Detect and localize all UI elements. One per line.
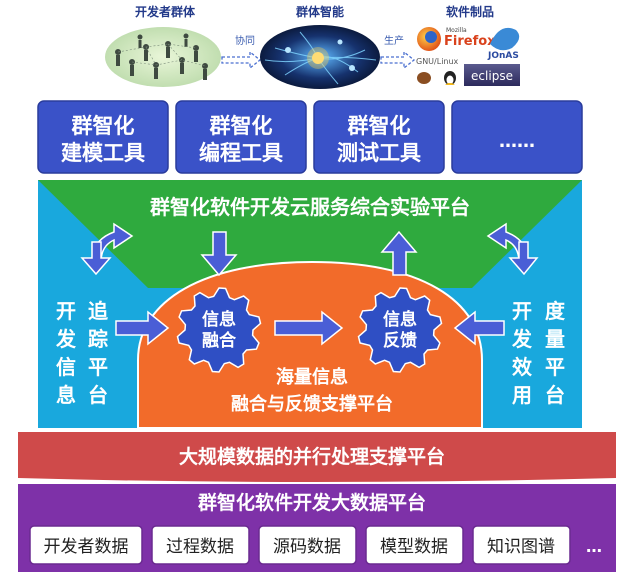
svg-text:Mozilla: Mozilla (446, 27, 467, 34)
svg-text:信息: 信息 (383, 309, 417, 330)
parallel-platform-title: 大规模数据的并行处理支撑平台 (179, 445, 445, 468)
swarm-intelligence-label: 群体智能 (295, 4, 344, 19)
hub-title-line1: 海量信息 (276, 366, 348, 388)
bigdata-more: … (586, 537, 602, 556)
left-col-1: 开发信息 (55, 299, 77, 407)
production-label: 生产 (384, 34, 404, 47)
right-col-2: 度量平台 (545, 299, 566, 407)
svg-text:eclipse: eclipse (471, 69, 513, 83)
gnu-linux-logo: GNU/Linux (416, 57, 459, 85)
right-col-1: 开发效用 (511, 299, 533, 407)
tool-box-modeling: 群智化 建模工具 (37, 100, 169, 174)
parallel-platform-band (18, 432, 616, 482)
svg-text:过程数据: 过程数据 (166, 537, 234, 557)
svg-text:编程工具: 编程工具 (199, 141, 283, 165)
svg-text:群智化: 群智化 (72, 114, 135, 138)
info-feedback-gear: 信息 反馈 (357, 287, 443, 373)
tracking-to-fusion-arrow (115, 310, 170, 346)
svg-text:信息: 信息 (202, 309, 236, 330)
feedback-to-cloud-arrow (380, 230, 418, 276)
info-fusion-gear: 信息 融合 (176, 287, 262, 373)
tool-box-more: …… (451, 100, 583, 174)
right-down-arrow (508, 241, 539, 276)
arrows (80, 222, 539, 346)
eclipse-logo: eclipse (464, 64, 520, 86)
bigdata-item-knowledge-graph: 知识图谱 (472, 525, 571, 565)
svg-text:知识图谱: 知识图谱 (487, 537, 555, 557)
svg-text:……: …… (499, 131, 535, 152)
left-col-2: 追踪平台 (88, 299, 108, 407)
tool-box-testing: 群智化 测试工具 (313, 100, 445, 174)
bigdata-item-source-code: 源码数据 (258, 525, 357, 565)
jonas-logo: JOnAS (487, 27, 520, 61)
svg-text:建模工具: 建模工具 (61, 141, 145, 165)
dev-utility-measurement-platform: 开发效用 度量平台 (511, 299, 566, 407)
svg-text:GNU/Linux: GNU/Linux (416, 57, 459, 66)
software-logos: Mozilla Firefox JOnAS GNU/Linux eclipse (416, 27, 520, 86)
svg-text:测试工具: 测试工具 (337, 141, 421, 165)
svg-text:Firefox: Firefox (444, 34, 496, 49)
bigdata-item-model: 模型数据 (365, 525, 464, 565)
svg-text:融合: 融合 (202, 330, 237, 351)
svg-text:源码数据: 源码数据 (273, 537, 341, 557)
cloud-platform-title: 群智化软件开发云服务综合实验平台 (149, 195, 470, 219)
bigdata-item-process: 过程数据 (151, 525, 250, 565)
measurement-to-feedback-arrow (453, 310, 505, 346)
developer-crowd-image (105, 27, 221, 87)
developer-group-label: 开发者群体 (135, 4, 196, 19)
cloud-platform-band (38, 180, 582, 288)
dev-info-tracking-platform: 开发信息 追踪平台 (55, 299, 108, 407)
collaboration-label: 协同 (235, 34, 255, 47)
svg-text:反馈: 反馈 (383, 330, 417, 351)
svg-text:模型数据: 模型数据 (380, 537, 448, 557)
tool-box-programming: 群智化 编程工具 (175, 100, 307, 174)
neural-network-image (260, 25, 380, 89)
svg-text:群智化: 群智化 (210, 114, 273, 138)
bigdata-item-developer: 开发者数据 (29, 525, 143, 565)
left-down-arrow (80, 241, 112, 276)
svg-text:开发者数据: 开发者数据 (44, 537, 129, 557)
software-products-label: 软件制品 (446, 4, 494, 19)
fusion-to-feedback-arrow (274, 310, 344, 346)
hub-title-line2: 融合与反馈支撑平台 (231, 393, 393, 415)
svg-text:JOnAS: JOnAS (487, 51, 519, 61)
firefox-logo: Mozilla Firefox (417, 27, 496, 51)
cloud-to-fusion-arrow (200, 231, 238, 277)
collaboration-arrow (221, 50, 262, 70)
svg-text:群智化: 群智化 (348, 114, 411, 138)
bigdata-platform-title: 群智化软件开发大数据平台 (197, 491, 426, 514)
production-arrow (380, 50, 416, 70)
